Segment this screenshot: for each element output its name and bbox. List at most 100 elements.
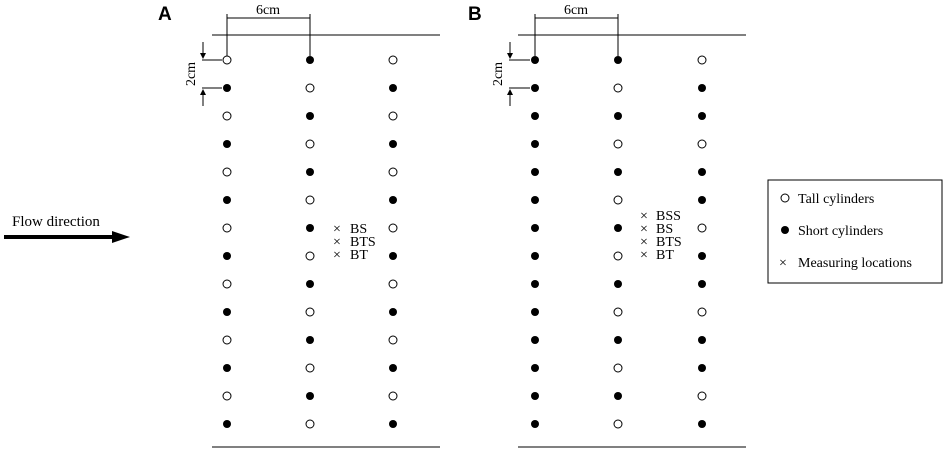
panel-b-tall-cylinder-c2-r2 [613, 83, 623, 93]
panel-b-measure-cross-1: × [640, 209, 648, 224]
panel-b-measure-label-2: BS [656, 222, 673, 237]
legend-tall-cylinder-icon [780, 193, 790, 203]
panel-b-short-cylinder-c3-r11 [698, 336, 706, 344]
panel-b-short-cylinder-c3-r8 [698, 252, 706, 260]
panel-a-gap-dimension: 2cm [184, 42, 222, 106]
panel-a-short-cylinder-c3-r4 [389, 140, 397, 148]
panel-b-tall-cylinder-c2-r4 [613, 139, 623, 149]
legend-label-tall: Tall cylinders [798, 192, 874, 207]
panel-a-short-cylinder-c2-r7 [306, 224, 314, 232]
panel-a-tall-cylinder-c3-r1 [388, 55, 398, 65]
panel-a-measuring-labels: × BS × BTS × BT [333, 222, 376, 263]
panel-a-short-cylinder-c2-r3 [306, 112, 314, 120]
panel-b-measuring-labels: × BSS × BS × BTS × BT [640, 209, 682, 263]
panel-b-short-cylinder-c3-r2 [698, 84, 706, 92]
panel-a-short-cylinder-c1-r12 [223, 364, 231, 372]
panel-b-tall-cylinder-c3-r7 [697, 223, 707, 233]
legend: Tall cylinders Short cylinders × Measuri… [767, 179, 943, 284]
panel-b-tall-cylinder-c2-r10 [613, 307, 623, 317]
panel-b-short-cylinder-c2-r11 [614, 336, 622, 344]
panel-a-short-cylinder-c2-r9 [306, 280, 314, 288]
flow-direction-label: Flow direction [12, 214, 100, 230]
panel-b-short-cylinder-c3-r14 [698, 420, 706, 428]
panel-a: A 6cm 2cm × BS × BTS × BT [158, 3, 440, 448]
flow-direction-arrow-icon [112, 231, 130, 243]
panel-b-short-cylinder-c2-r3 [614, 112, 622, 120]
panel-b-short-cylinder-c3-r5 [698, 168, 706, 176]
panel-b: B 6cm 2cm × BSS × BS × BTS × BT [468, 3, 746, 448]
panel-a-gap-label: 2cm [184, 62, 199, 86]
panel-b-spacing-label: 6cm [564, 3, 588, 18]
panel-a-tall-cylinder-c1-r13 [222, 391, 232, 401]
panel-a-measure-label-1: BS [350, 222, 367, 237]
panel-a-short-cylinder-c3-r8 [389, 252, 397, 260]
panel-b-short-cylinder-c1-r13 [531, 392, 539, 400]
panel-b-tall-cylinder-c3-r4 [697, 139, 707, 149]
panel-b-short-cylinder-c2-r5 [614, 168, 622, 176]
panel-b-tall-cylinder-c2-r8 [613, 251, 623, 261]
panel-a-tall-cylinder-c3-r9 [388, 279, 398, 289]
panel-a-tall-cylinder-c1-r9 [222, 279, 232, 289]
panel-a-short-cylinder-c2-r1 [306, 56, 314, 64]
panel-a-measure-label-2: BTS [350, 235, 376, 250]
panel-b-tall-cylinder-c3-r10 [697, 307, 707, 317]
panel-b-tall-cylinder-c2-r14 [613, 419, 623, 429]
panel-b-short-cylinder-c2-r13 [614, 392, 622, 400]
panel-b-short-cylinder-c1-r5 [531, 168, 539, 176]
panel-b-measure-cross-4: × [640, 248, 648, 263]
panel-a-short-cylinder-c1-r2 [223, 84, 231, 92]
flow-direction: Flow direction [4, 214, 130, 243]
panel-a-short-cylinder-c3-r2 [389, 84, 397, 92]
panel-a-spacing-dimension: 6cm [226, 3, 311, 56]
panel-a-tall-cylinder-c1-r3 [222, 111, 232, 121]
panel-a-short-cylinder-c3-r14 [389, 420, 397, 428]
panel-a-tall-cylinder-c2-r2 [305, 83, 315, 93]
panel-b-cylinders [531, 55, 707, 429]
panel-b-short-cylinder-c1-r4 [531, 140, 539, 148]
panel-b-short-cylinder-c1-r12 [531, 364, 539, 372]
panel-b-short-cylinder-c1-r2 [531, 84, 539, 92]
panel-b-label: B [468, 4, 482, 25]
legend-short-cylinder-icon [781, 226, 789, 234]
panel-b-short-cylinder-c1-r6 [531, 196, 539, 204]
panel-a-tall-cylinder-c2-r14 [305, 419, 315, 429]
panel-a-short-cylinder-c3-r10 [389, 308, 397, 316]
panel-b-short-cylinder-c3-r9 [698, 280, 706, 288]
legend-box [767, 179, 943, 284]
panel-a-short-cylinder-c2-r5 [306, 168, 314, 176]
panel-a-tall-cylinder-c2-r8 [305, 251, 315, 261]
panel-a-tall-cylinder-c3-r5 [388, 167, 398, 177]
panel-a-short-cylinder-c2-r11 [306, 336, 314, 344]
panel-a-measure-cross-3: × [333, 248, 341, 263]
panel-a-short-cylinder-c3-r6 [389, 196, 397, 204]
panel-b-tall-cylinder-c3-r13 [697, 391, 707, 401]
panel-a-tall-cylinder-c2-r12 [305, 363, 315, 373]
panel-b-short-cylinder-c2-r1 [614, 56, 622, 64]
panel-b-spacing-dimension: 6cm [534, 3, 619, 56]
panel-b-gap-label: 2cm [491, 62, 506, 86]
panel-a-label: A [158, 4, 172, 25]
panel-b-short-cylinder-c1-r9 [531, 280, 539, 288]
panel-a-short-cylinder-c1-r6 [223, 196, 231, 204]
panel-b-gap-dimension: 2cm [491, 42, 530, 106]
panel-b-tall-cylinder-c2-r6 [613, 195, 623, 205]
panel-a-measure-cross-1: × [333, 222, 341, 237]
panel-a-tall-cylinder-c2-r6 [305, 195, 315, 205]
panel-a-cylinders [222, 55, 398, 429]
panel-a-short-cylinder-c1-r4 [223, 140, 231, 148]
legend-label-measuring: Measuring locations [798, 256, 912, 271]
panel-b-short-cylinder-c1-r8 [531, 252, 539, 260]
panel-b-measure-label-1: BSS [656, 209, 681, 224]
panel-b-short-cylinder-c2-r9 [614, 280, 622, 288]
panel-a-short-cylinder-c1-r14 [223, 420, 231, 428]
panel-b-measure-cross-2: × [640, 222, 648, 237]
panel-b-short-cylinder-c1-r7 [531, 224, 539, 232]
panel-b-short-cylinder-c1-r11 [531, 336, 539, 344]
panel-a-short-cylinder-c2-r13 [306, 392, 314, 400]
panel-b-short-cylinder-c1-r10 [531, 308, 539, 316]
legend-measuring-cross-icon: × [779, 256, 787, 271]
panel-a-tall-cylinder-c1-r5 [222, 167, 232, 177]
panel-b-tall-cylinder-c2-r12 [613, 363, 623, 373]
legend-label-short: Short cylinders [798, 224, 883, 239]
